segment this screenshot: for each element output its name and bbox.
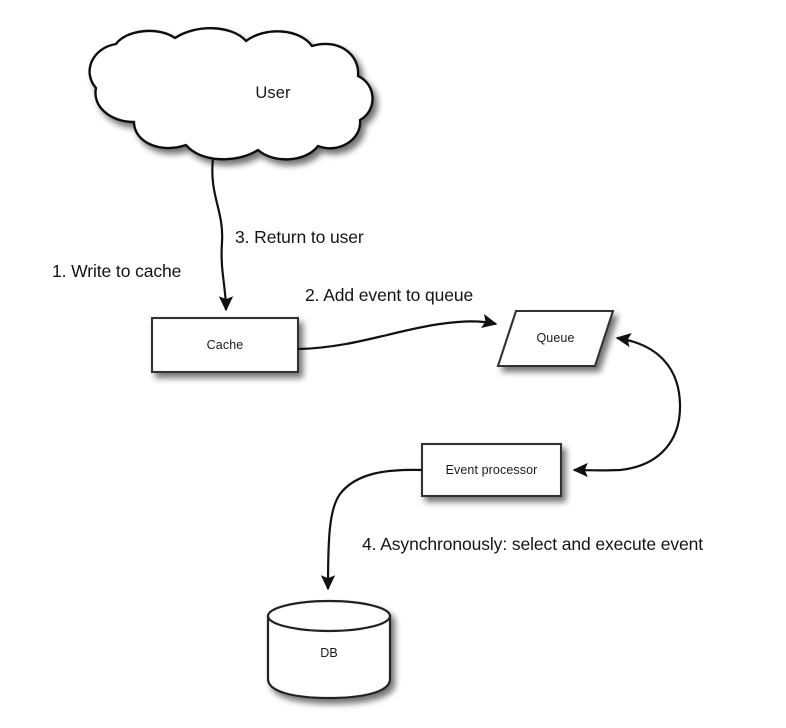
edge-cache-to-queue xyxy=(297,314,498,351)
edge-label-step-2: 2. Add event to queue xyxy=(305,285,474,305)
queue-parallelogram xyxy=(496,309,615,368)
node-cache[interactable] xyxy=(150,316,300,374)
db-cylinder-body xyxy=(266,614,392,700)
edge-event-processor-to-db xyxy=(320,468,423,591)
cache-rect xyxy=(150,316,300,374)
node-user[interactable] xyxy=(88,27,374,161)
edge-label-step-4: 4. Asynchronously: select and execute ev… xyxy=(362,534,704,554)
node-event-processor[interactable] xyxy=(420,442,563,498)
edge-user-to-cache xyxy=(211,157,234,312)
edge-label-step-3: 3. Return to user xyxy=(235,227,364,247)
edge-label-step-1: 1. Write to cache xyxy=(52,261,182,281)
cloud-shape xyxy=(88,27,374,161)
db-cylinder-top xyxy=(266,599,392,633)
edge-queue-event-processor xyxy=(572,333,682,478)
node-db[interactable] xyxy=(266,599,392,700)
event-processor-rect xyxy=(420,442,563,498)
node-queue[interactable] xyxy=(496,309,615,368)
